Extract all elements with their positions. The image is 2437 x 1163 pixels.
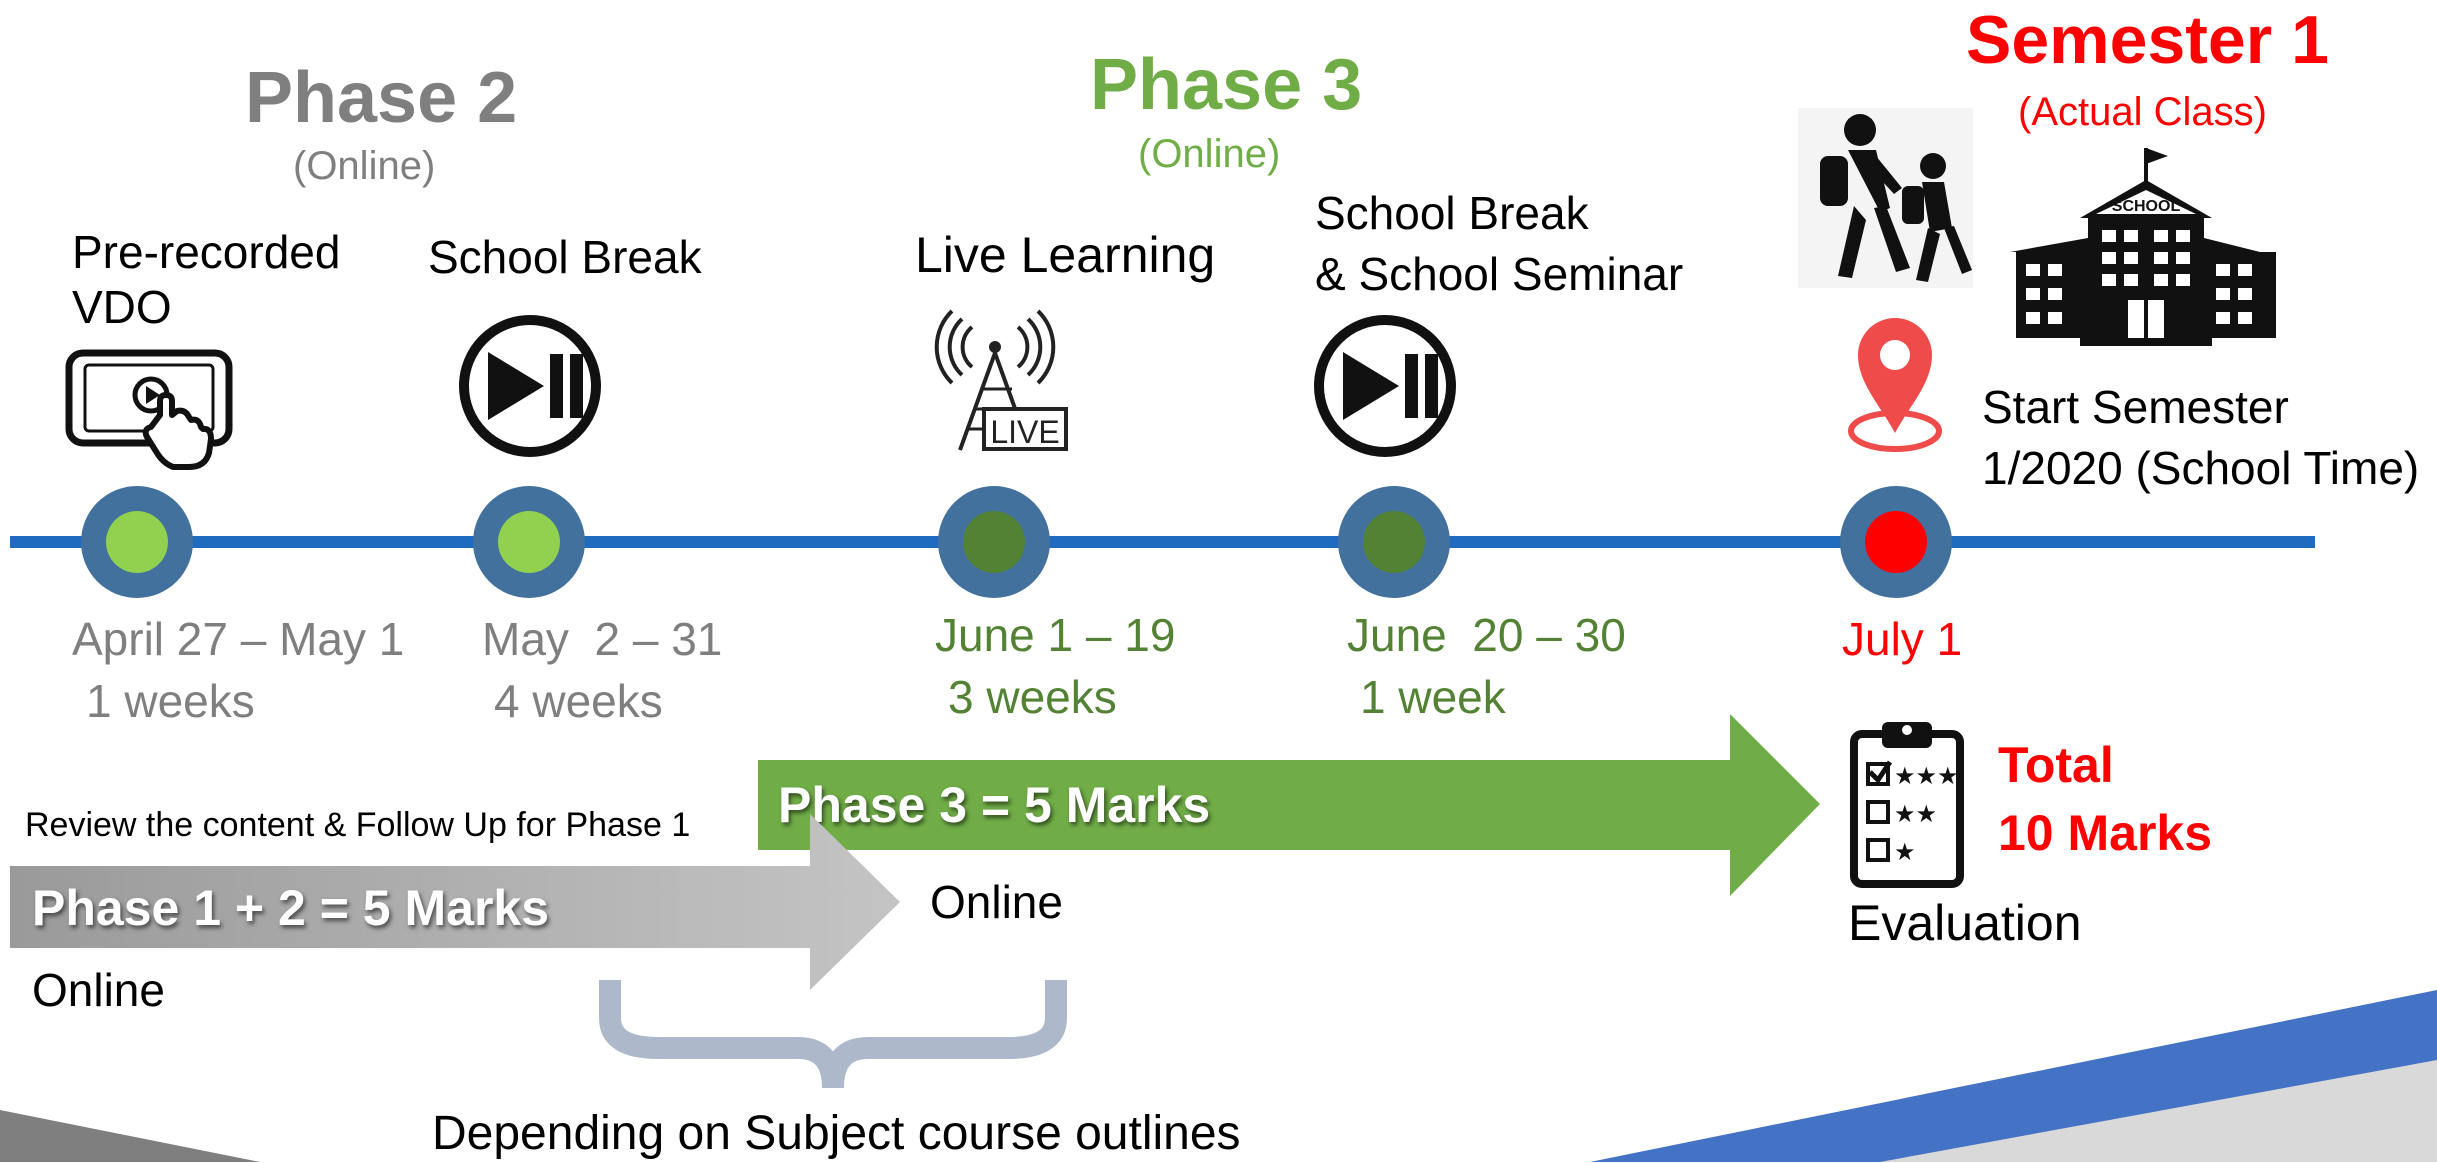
timeline-dot-1 [81, 486, 193, 598]
milestone-label-live: Live Learning [915, 227, 1216, 283]
live-sign-text: LIVE [990, 414, 1059, 450]
milestone-label-start: Start Semester 1/2020 (School Time) [1982, 380, 2419, 496]
milestone-label-line1: School Break [1315, 187, 1589, 239]
milestone-date: June 1 – 19 [935, 609, 1176, 661]
svg-text:★★★: ★★★ [1894, 762, 1959, 790]
walking-students-icon [1798, 108, 1973, 288]
milestone-duration: 1 weeks [86, 675, 255, 727]
svg-text:★: ★ [1894, 838, 1916, 866]
brace-note: Depending on Subject course outlines [432, 1107, 1241, 1160]
school-sign-text: SCHOOL [2112, 198, 2181, 215]
timeline-dot-2 [473, 486, 585, 598]
phase3-arrow-label: Phase 3 = 5 Marks [778, 777, 1211, 833]
milestone-label-line1: Start Semester [1982, 381, 2289, 433]
milestone-date: May 2 – 31 [482, 613, 723, 665]
phase2-subtitle: (Online) [293, 144, 436, 188]
curly-brace [599, 980, 1067, 1089]
total-marks: Total 10 Marks [1998, 732, 2212, 867]
timeline-dot-3 [938, 486, 1050, 598]
milestone-label-line2: 1/2020 (School Time) [1982, 442, 2420, 495]
tablet-touch-icon [65, 349, 233, 470]
milestone-label-break1: School Break [428, 231, 702, 283]
online-mid-label: Online [930, 876, 1063, 928]
semester-title: Semester 1 [1966, 2, 2329, 78]
phase12-arrow-label: Phase 1 + 2 = 5 Marks [32, 880, 550, 936]
phase2-title: Phase 2 [245, 58, 518, 138]
svg-text:★★: ★★ [1894, 800, 1937, 828]
milestone-date: July 1 [1842, 613, 1963, 665]
total-line2: 10 Marks [1998, 804, 2213, 861]
play-pause-icon [1314, 315, 1456, 457]
total-line1: Total [1998, 737, 2114, 793]
phase3-title: Phase 3 [1090, 45, 1363, 125]
milestone-label-break2: School Break & School Seminar [1315, 186, 1683, 302]
map-pin-icon [1848, 318, 1942, 452]
milestone-duration: 3 weeks [948, 671, 1117, 723]
timeline-dot-4 [1338, 486, 1450, 598]
online-left-label: Online [32, 964, 165, 1016]
milestone-duration: 1 week [1360, 671, 1506, 723]
live-tower-icon: LIVE [934, 309, 1068, 451]
milestone-label-line2: & School Seminar [1315, 248, 1684, 301]
clipboard-checklist-icon: ★★★ ★★ ★ [1850, 722, 1964, 888]
milestone-label-line1: Pre-recorded [72, 226, 341, 278]
phase3-arrow [758, 714, 1820, 896]
review-note: Review the content & Follow Up for Phase… [25, 806, 691, 844]
play-pause-icon [459, 315, 601, 457]
phase12-arrow [10, 814, 900, 990]
milestone-label-line2: VDO [72, 281, 172, 334]
phase3-subtitle: (Online) [1138, 132, 1281, 176]
milestone-label-prerecorded: Pre-recorded VDO [72, 225, 340, 335]
school-building-icon: SCHOOL [2010, 148, 2276, 346]
milestone-date: June 20 – 30 [1347, 609, 1626, 661]
milestone-duration: 4 weeks [494, 675, 663, 727]
milestone-date: April 27 – May 1 [72, 613, 405, 665]
evaluation-label: Evaluation [1848, 895, 2082, 951]
timeline-dot-5 [1840, 486, 1952, 598]
semester-subtitle: (Actual Class) [2018, 90, 2267, 134]
